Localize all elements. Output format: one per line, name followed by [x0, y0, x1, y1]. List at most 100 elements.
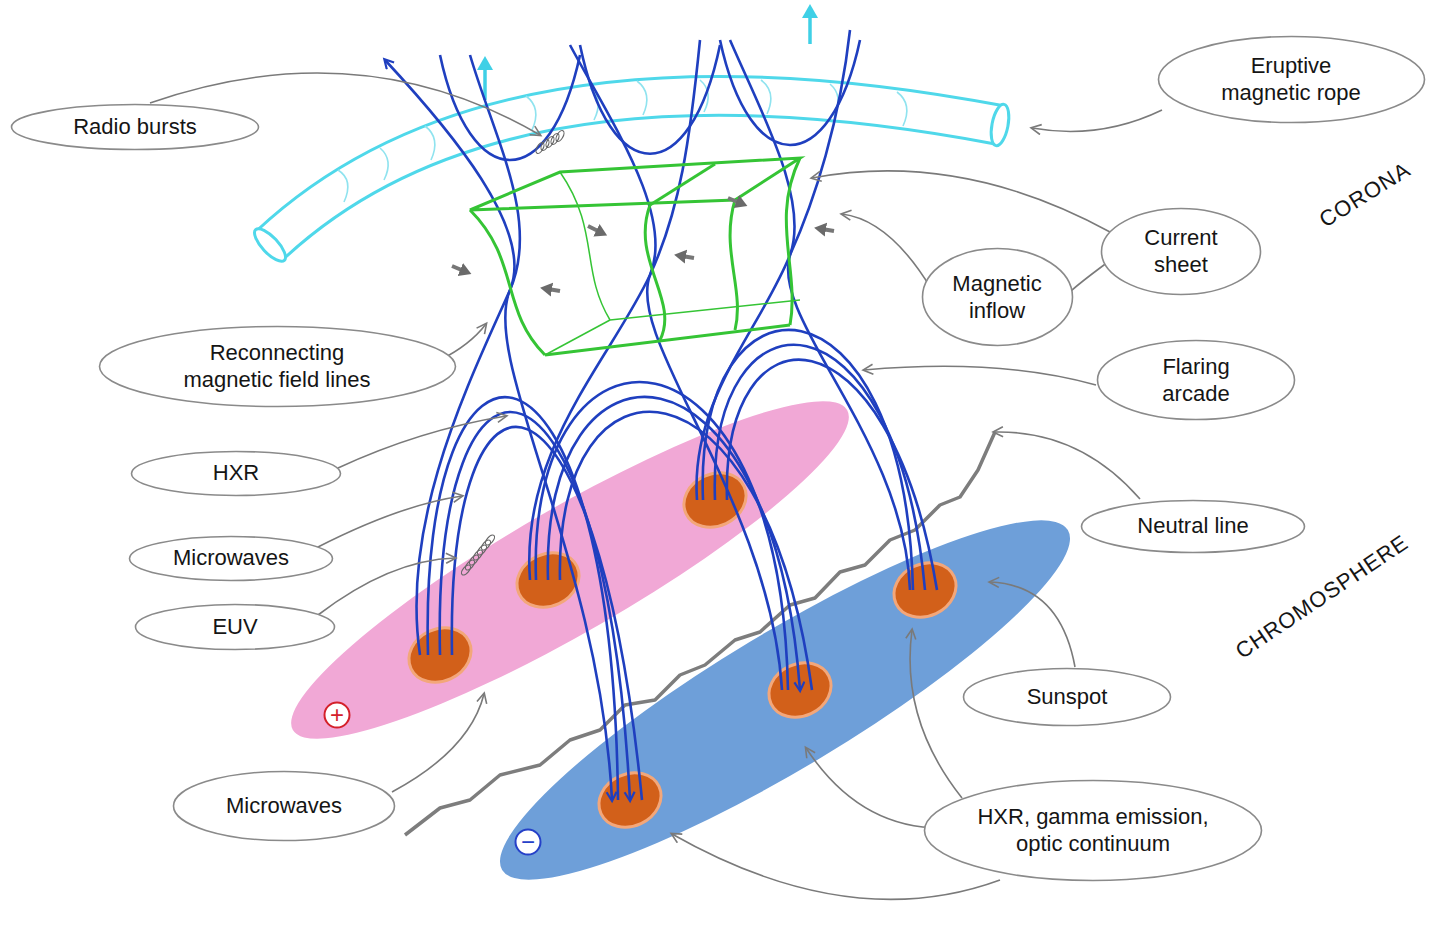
eruptive-rope	[637, 81, 647, 115]
eruptive-rope	[250, 224, 290, 266]
outline-shape	[130, 536, 333, 580]
callout-label: Magnetic inflow	[947, 270, 1047, 325]
field-lines	[647, 40, 782, 690]
current-sheet	[470, 158, 800, 355]
callout-label: Sunspot	[1027, 683, 1108, 711]
current-sheet	[650, 164, 715, 205]
electron-spiral	[460, 129, 566, 576]
current-sheet	[545, 320, 610, 355]
eruptive-rope	[526, 96, 536, 130]
leader-line	[318, 558, 455, 615]
current-sheet	[645, 205, 665, 340]
callout-ellipse: Neutral line	[1080, 499, 1306, 554]
polarity-sign: −	[521, 830, 535, 854]
current-sheet	[470, 158, 800, 210]
outline-shape	[925, 780, 1262, 880]
inflow-arrow	[822, 229, 834, 231]
polarity-circle: −	[514, 828, 542, 856]
outline-shape	[1082, 500, 1305, 552]
leader-line	[994, 432, 1140, 499]
current-sheet	[470, 210, 545, 355]
inflow-arrow	[682, 256, 694, 258]
leader-line	[842, 214, 932, 290]
callout-ellipse: Current sheet	[1100, 207, 1262, 296]
callout-ellipse: Sunspot	[962, 667, 1172, 727]
leader-line	[392, 694, 484, 792]
callout-ellipse: Eruptive magnetic rope	[1157, 35, 1426, 124]
field-lines	[580, 45, 720, 154]
leader-line	[806, 748, 945, 828]
text-block: Radio bursts	[73, 113, 197, 141]
text-block: EUV	[212, 613, 257, 641]
field-lines	[428, 397, 618, 800]
outline-shape	[136, 605, 335, 650]
current-sheet	[560, 172, 610, 320]
callout-ellipse: Microwaves	[172, 770, 396, 842]
ellipse-outline	[1157, 35, 1426, 124]
eruptive-rope	[808, 14, 812, 44]
ellipse-outline	[1096, 339, 1296, 421]
outline-shape	[132, 451, 341, 495]
text-block: Flaring arcade	[1149, 353, 1244, 408]
inflow-arrow	[452, 266, 464, 271]
text-block: HXR	[213, 459, 259, 487]
eruptive-rope	[761, 80, 771, 114]
callout-label: Reconnecting magnetic field lines	[170, 339, 385, 394]
ellipse-outline	[1100, 207, 1262, 296]
field-lines	[440, 55, 580, 160]
outline-shape	[12, 105, 259, 150]
leader-line	[864, 366, 1096, 385]
outline-shape	[1098, 341, 1295, 420]
callout-label: Radio bursts	[73, 113, 197, 141]
outline-shape	[516, 830, 541, 855]
current-sheet	[545, 325, 790, 355]
outline-shape	[99, 326, 455, 406]
callout-label: Flaring arcade	[1149, 353, 1244, 408]
text-block: HXR, gamma emission, optic continuum	[968, 803, 1218, 858]
callout-ellipse: HXR, gamma emission, optic continuum	[923, 779, 1263, 882]
leader-line	[316, 496, 462, 548]
callout-label: HXR	[213, 459, 259, 487]
callout-label: Current sheet	[1134, 224, 1229, 279]
neutral-line	[405, 432, 995, 835]
field-lines	[470, 55, 612, 800]
leader-line	[910, 630, 962, 798]
callout-label: HXR, gamma emission, optic continuum	[968, 803, 1218, 858]
ellipse-outline	[923, 779, 1263, 882]
eruptive-rope	[380, 148, 388, 180]
field-lines	[715, 345, 925, 590]
eruptive-rope	[338, 170, 348, 202]
field-lines	[440, 412, 630, 800]
electron-spiral	[549, 132, 560, 145]
callout-ellipse: Microwaves	[128, 535, 334, 582]
region-label: CHROMOSPHERE	[1231, 530, 1414, 665]
field-lines	[560, 412, 812, 690]
electron-spiral	[544, 135, 555, 148]
callout-label: Microwaves	[226, 792, 342, 820]
ellipse-outline	[98, 325, 457, 408]
callout-label: Eruptive magnetic rope	[1206, 52, 1376, 107]
inflow-arrow	[548, 289, 560, 291]
electron-spiral	[539, 138, 550, 151]
text-block: −	[521, 830, 535, 854]
callout-ellipse: Radio bursts	[10, 103, 260, 151]
field-lines	[720, 40, 860, 145]
field-lines	[548, 397, 800, 690]
callout-ellipse: Reconnecting magnetic field lines	[98, 325, 457, 408]
outline-shape	[174, 772, 395, 841]
field-lines	[529, 45, 655, 580]
outline-shape	[325, 703, 350, 728]
callout-ellipse: Magnetic inflow	[921, 247, 1074, 347]
inflow-arrow	[728, 198, 740, 203]
electron-spiral	[484, 533, 496, 546]
callout-label: Microwaves	[173, 544, 289, 572]
polarity-circle: +	[323, 701, 351, 729]
eruptive-rope	[897, 92, 907, 126]
inflow-arrow	[452, 198, 834, 291]
callout-ellipse: EUV	[134, 603, 336, 651]
outline-shape	[964, 669, 1171, 726]
electron-spiral	[554, 129, 565, 142]
leader-line	[338, 416, 506, 468]
text-block: Microwaves	[173, 544, 289, 572]
current-sheet	[730, 200, 737, 330]
